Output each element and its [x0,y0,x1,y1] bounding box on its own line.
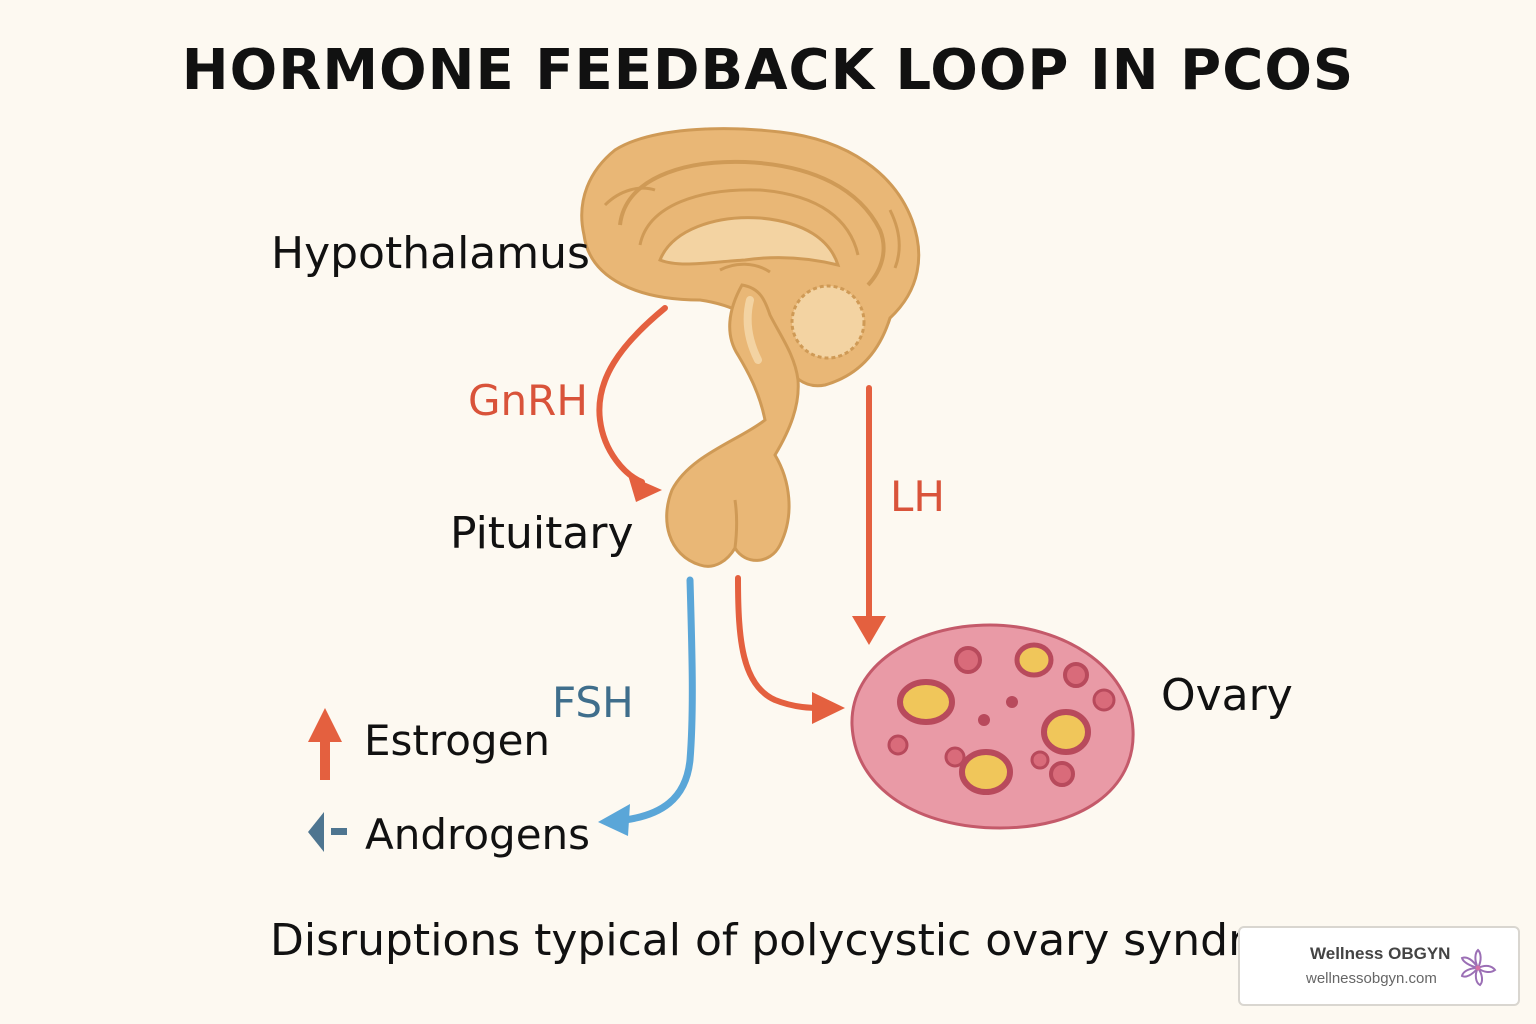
lh-arrowhead [852,616,886,645]
ovary-illustration [850,623,1135,830]
diagram-caption: Disruptions typical of polycystic ovary … [270,915,1238,966]
gnrh-label: GnRH [468,376,588,425]
pituitary-illustration [665,283,800,568]
pituitary-label: Pituitary [450,508,634,559]
lh-label: LH [890,472,945,521]
gnrh-arrowhead [628,475,662,502]
androgens-label: Androgens [365,810,591,859]
brand-badge[interactable]: Wellness OBGYN wellnessobgyn.com [1238,926,1520,1006]
pituitary-ovary-arrowhead [812,692,845,724]
arrow-left-icon [308,812,347,852]
fsh-arrowhead [598,804,630,836]
badge-brand-name: Wellness OBGYN [1310,944,1451,963]
fsh-arrow [621,576,696,824]
arrow-up-icon [308,708,342,780]
gnrh-arrow [596,305,668,485]
flower-icon [1460,948,1497,987]
fsh-label: FSH [552,678,634,727]
hypothalamus-label: Hypothalamus [271,228,590,279]
estrogen-label: Estrogen [364,716,551,765]
pituitary-ovary-arrow [735,575,825,711]
ovary-label: Ovary [1161,670,1293,721]
diagram-title: HORMONE FEEDBACK LOOP IN PCOS [181,38,1355,103]
badge-url[interactable]: wellnessobgyn.com [1306,970,1437,987]
